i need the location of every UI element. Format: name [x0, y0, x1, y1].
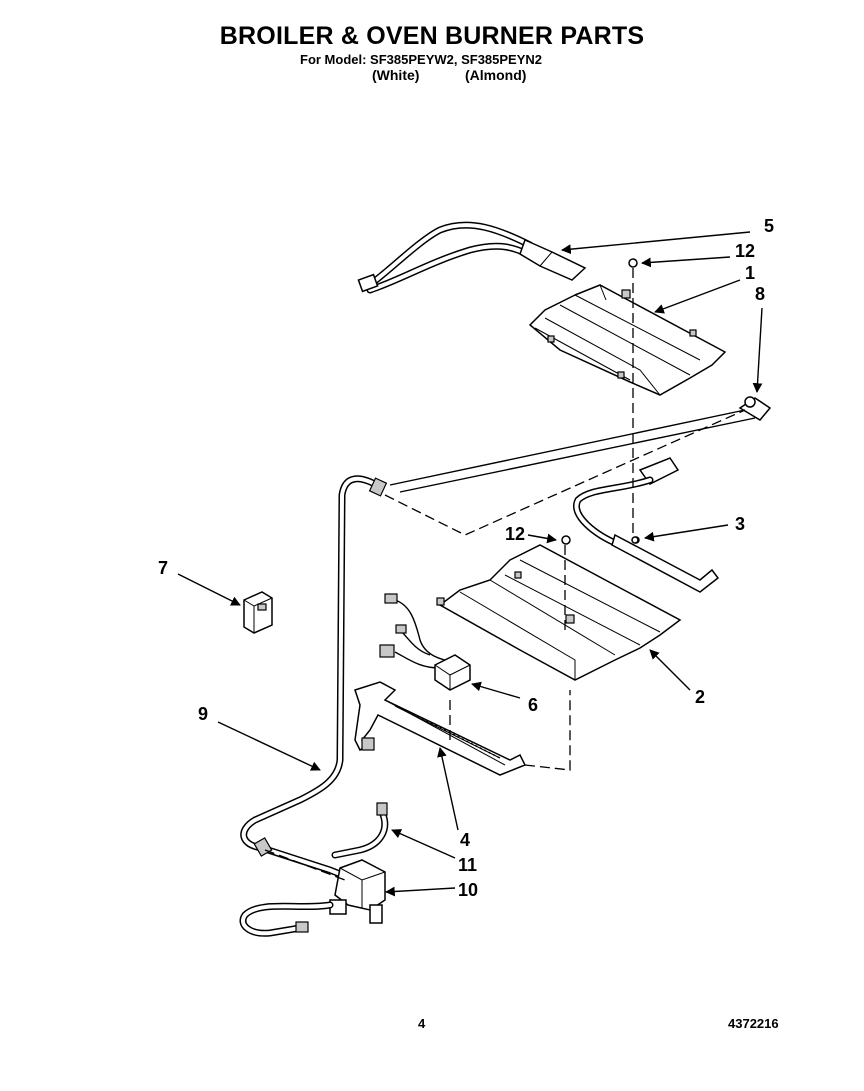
callout-9: 9: [198, 704, 208, 724]
callout-10: 10: [458, 880, 478, 900]
part-8-broiler-burner: [389, 396, 772, 549]
callout-8: 8: [755, 284, 765, 304]
callout-7: 7: [158, 558, 168, 578]
part-9-gas-tube: [240, 475, 388, 882]
callout-12-lower: 12: [505, 524, 525, 544]
callout-labels: 5 12 1 8 3 12 7 2 6 9 4 11 10: [158, 216, 774, 900]
variant-almond: (Almond): [465, 67, 527, 83]
leader-arrows: [177, 231, 763, 897]
page-title: BROILER & OVEN BURNER PARTS: [219, 22, 645, 50]
callout-11: 11: [458, 855, 477, 875]
part-4-oven-burner: [354, 681, 527, 776]
model-line: For Model: SF385PEYW2, SF385PEYN2: [300, 52, 543, 67]
callout-4: 4: [460, 830, 470, 850]
callout-5: 5: [764, 216, 774, 236]
part-6-ignitor: [379, 593, 471, 691]
variant-white: (White): [372, 67, 420, 83]
callout-12-top: 12: [735, 241, 755, 261]
callout-2: 2: [695, 687, 705, 707]
part-7-ignitor-module: [243, 591, 273, 634]
document-number: 4372216: [728, 1016, 779, 1031]
page-number: 4: [418, 1016, 426, 1031]
part-3-bracket: [611, 533, 720, 593]
callout-6: 6: [528, 695, 538, 715]
part-10-gas-valve: [239, 802, 389, 937]
part-1-broiler-shield: [528, 284, 727, 396]
part-2-oven-shield: [436, 544, 682, 681]
assembly-lines: [264, 258, 746, 881]
callout-1: 1: [745, 263, 755, 283]
callout-3: 3: [735, 514, 745, 534]
part-5-wire-harness: [357, 221, 587, 294]
